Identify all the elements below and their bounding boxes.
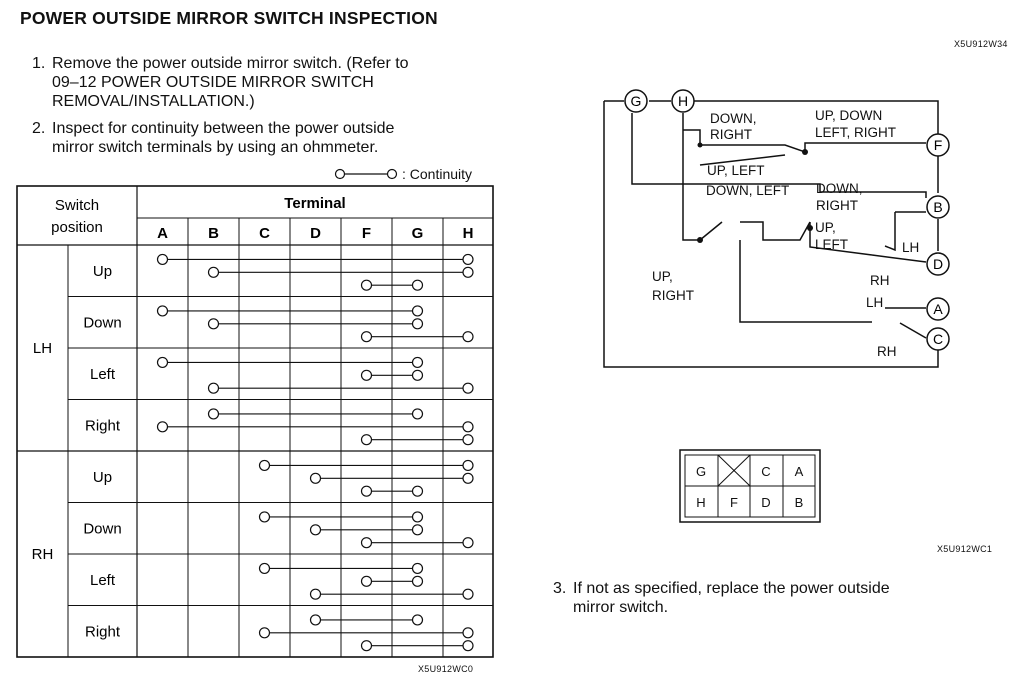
continuity-line-A-H [156, 421, 474, 433]
continuity-line-F-H [360, 331, 474, 343]
step-text-line: Inspect for continuity between the power… [52, 120, 395, 137]
step-number: 1. [32, 55, 46, 72]
step-text-line: Remove the power outside mirror switch. … [52, 55, 409, 72]
continuity-line-D-H [309, 588, 474, 600]
page-title: POWER OUTSIDE MIRROR SWITCH INSPECTION [20, 8, 438, 28]
continuity-line-B-G [207, 318, 424, 330]
terminal-header-A: A [157, 225, 168, 242]
switch-position-label: Up [93, 263, 112, 280]
continuity-line-F-G [360, 279, 424, 291]
step-1: 1. Remove the power outside mirror switc… [32, 54, 512, 114]
step-text-line: 09–12 POWER OUTSIDE MIRROR SWITCH [52, 74, 374, 91]
switch-position-label: Right [85, 623, 121, 640]
switch-position-label: Up [93, 469, 112, 486]
step-2: 2. Inspect for continuity between the po… [32, 119, 512, 159]
figure-code: X5U912WC1 [937, 544, 993, 554]
terminal-header-B: B [208, 225, 219, 242]
terminal-header-F: F [362, 225, 371, 242]
continuity-line-F-H [360, 434, 474, 446]
group-label-rh: RH [32, 546, 54, 563]
continuity-line-D-G [309, 614, 424, 626]
switch-position-label: Left [90, 572, 116, 589]
switch-position-label: Right [85, 417, 121, 434]
header-position: position [51, 219, 103, 236]
figure-code: X5U912WC0 [418, 664, 474, 674]
switch-position-label: Down [83, 520, 121, 537]
continuity-line-B-H [207, 382, 474, 394]
continuity-line-C-G [258, 511, 424, 523]
switch-position-label: Left [90, 366, 116, 383]
header-terminal: Terminal [284, 195, 345, 212]
continuity-line-A-G [156, 305, 424, 317]
terminal-header-H: H [463, 225, 474, 242]
step-text-line: If not as specified, replace the power o… [573, 580, 890, 597]
continuity-line-C-G [258, 562, 424, 575]
step-text-line: REMOVAL/INSTALLATION.) [52, 93, 255, 110]
step-number: 3. [553, 580, 567, 597]
continuity-line-A-H [156, 253, 474, 266]
continuity-line-C-H [258, 627, 474, 639]
step-number: 2. [32, 120, 46, 137]
step-3: 3. If not as specified, replace the powe… [553, 579, 1013, 619]
continuity-line-F-G [360, 575, 424, 587]
terminal-header-D: D [310, 225, 321, 242]
step-text-line: mirror switch terminals by using an ohmm… [52, 139, 379, 156]
continuity-line-F-H [360, 640, 474, 652]
continuity-line-A-G [156, 356, 424, 369]
continuity-symbol-icon [334, 168, 398, 180]
continuity-line-B-H [207, 266, 474, 278]
continuity-line-C-H [258, 459, 474, 472]
switch-position-label: Down [83, 314, 121, 331]
header-switch: Switch [55, 197, 99, 214]
terminal-header-G: G [412, 225, 424, 242]
continuity-line-D-H [309, 472, 474, 484]
continuity-line-B-G [207, 408, 424, 420]
continuity-legend: : Continuity [334, 166, 472, 182]
continuity-line-D-G [309, 524, 424, 536]
legend-label: : Continuity [402, 166, 473, 182]
step-text-line: mirror switch. [573, 599, 669, 616]
continuity-line-F-G [360, 485, 424, 497]
figure-code: X5U912W34 [954, 39, 1008, 49]
continuity-line-F-H [360, 537, 474, 549]
terminal-header-C: C [259, 225, 270, 242]
continuity-line-F-G [360, 369, 424, 381]
group-label-lh: LH [33, 340, 52, 357]
